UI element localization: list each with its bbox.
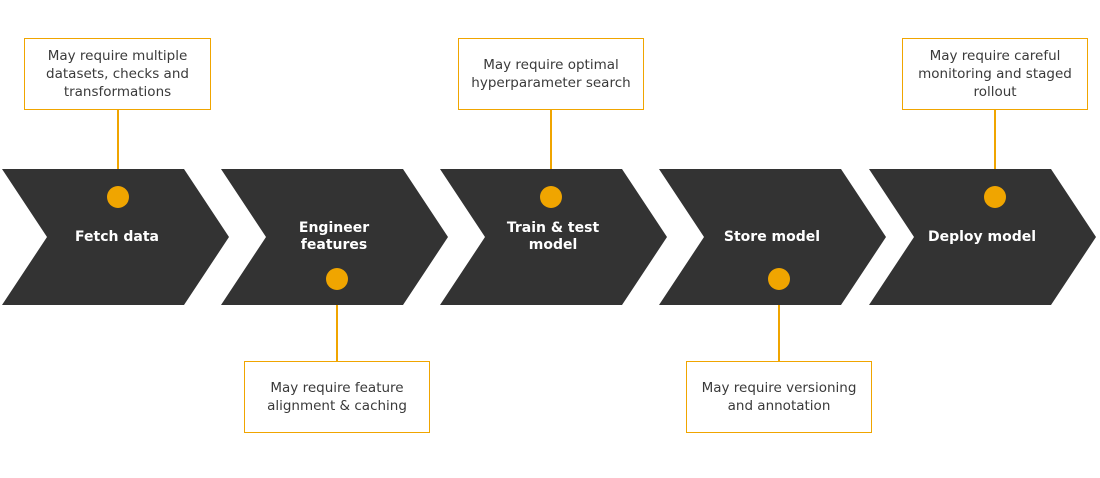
chevrons-layer [2,169,1096,305]
chevron-fetch-data [2,169,229,305]
dots-layer [107,186,1006,290]
stage-label-engineer-features: Engineer features [298,220,370,253]
note-deploy-model: May require careful monitoring and stage… [902,38,1088,110]
stage-label-train-test-model: Train & test model [506,220,600,253]
note-train-test-model: May require optimal hyperparameter searc… [458,38,644,110]
chevron-deploy-model [869,169,1096,305]
note-fetch-data: May require multiple datasets, checks an… [24,38,211,110]
chevron-engineer-features [221,169,448,305]
stage-label-store-model: Store model [723,228,821,245]
stage-label-fetch-data: Fetch data [75,228,159,245]
connector-dot-train [540,186,562,208]
chevron-store-model [659,169,886,305]
connector-dot-fetch [107,186,129,208]
chevron-train-test-model [440,169,667,305]
stage-label-deploy-model: Deploy model [927,228,1037,245]
connector-dot-store [768,268,790,290]
connector-dot-engineer [326,268,348,290]
note-engineer-features: May require feature alignment & caching [244,361,430,433]
note-store-model: May require versioning and annotation [686,361,872,433]
connector-dot-deploy [984,186,1006,208]
